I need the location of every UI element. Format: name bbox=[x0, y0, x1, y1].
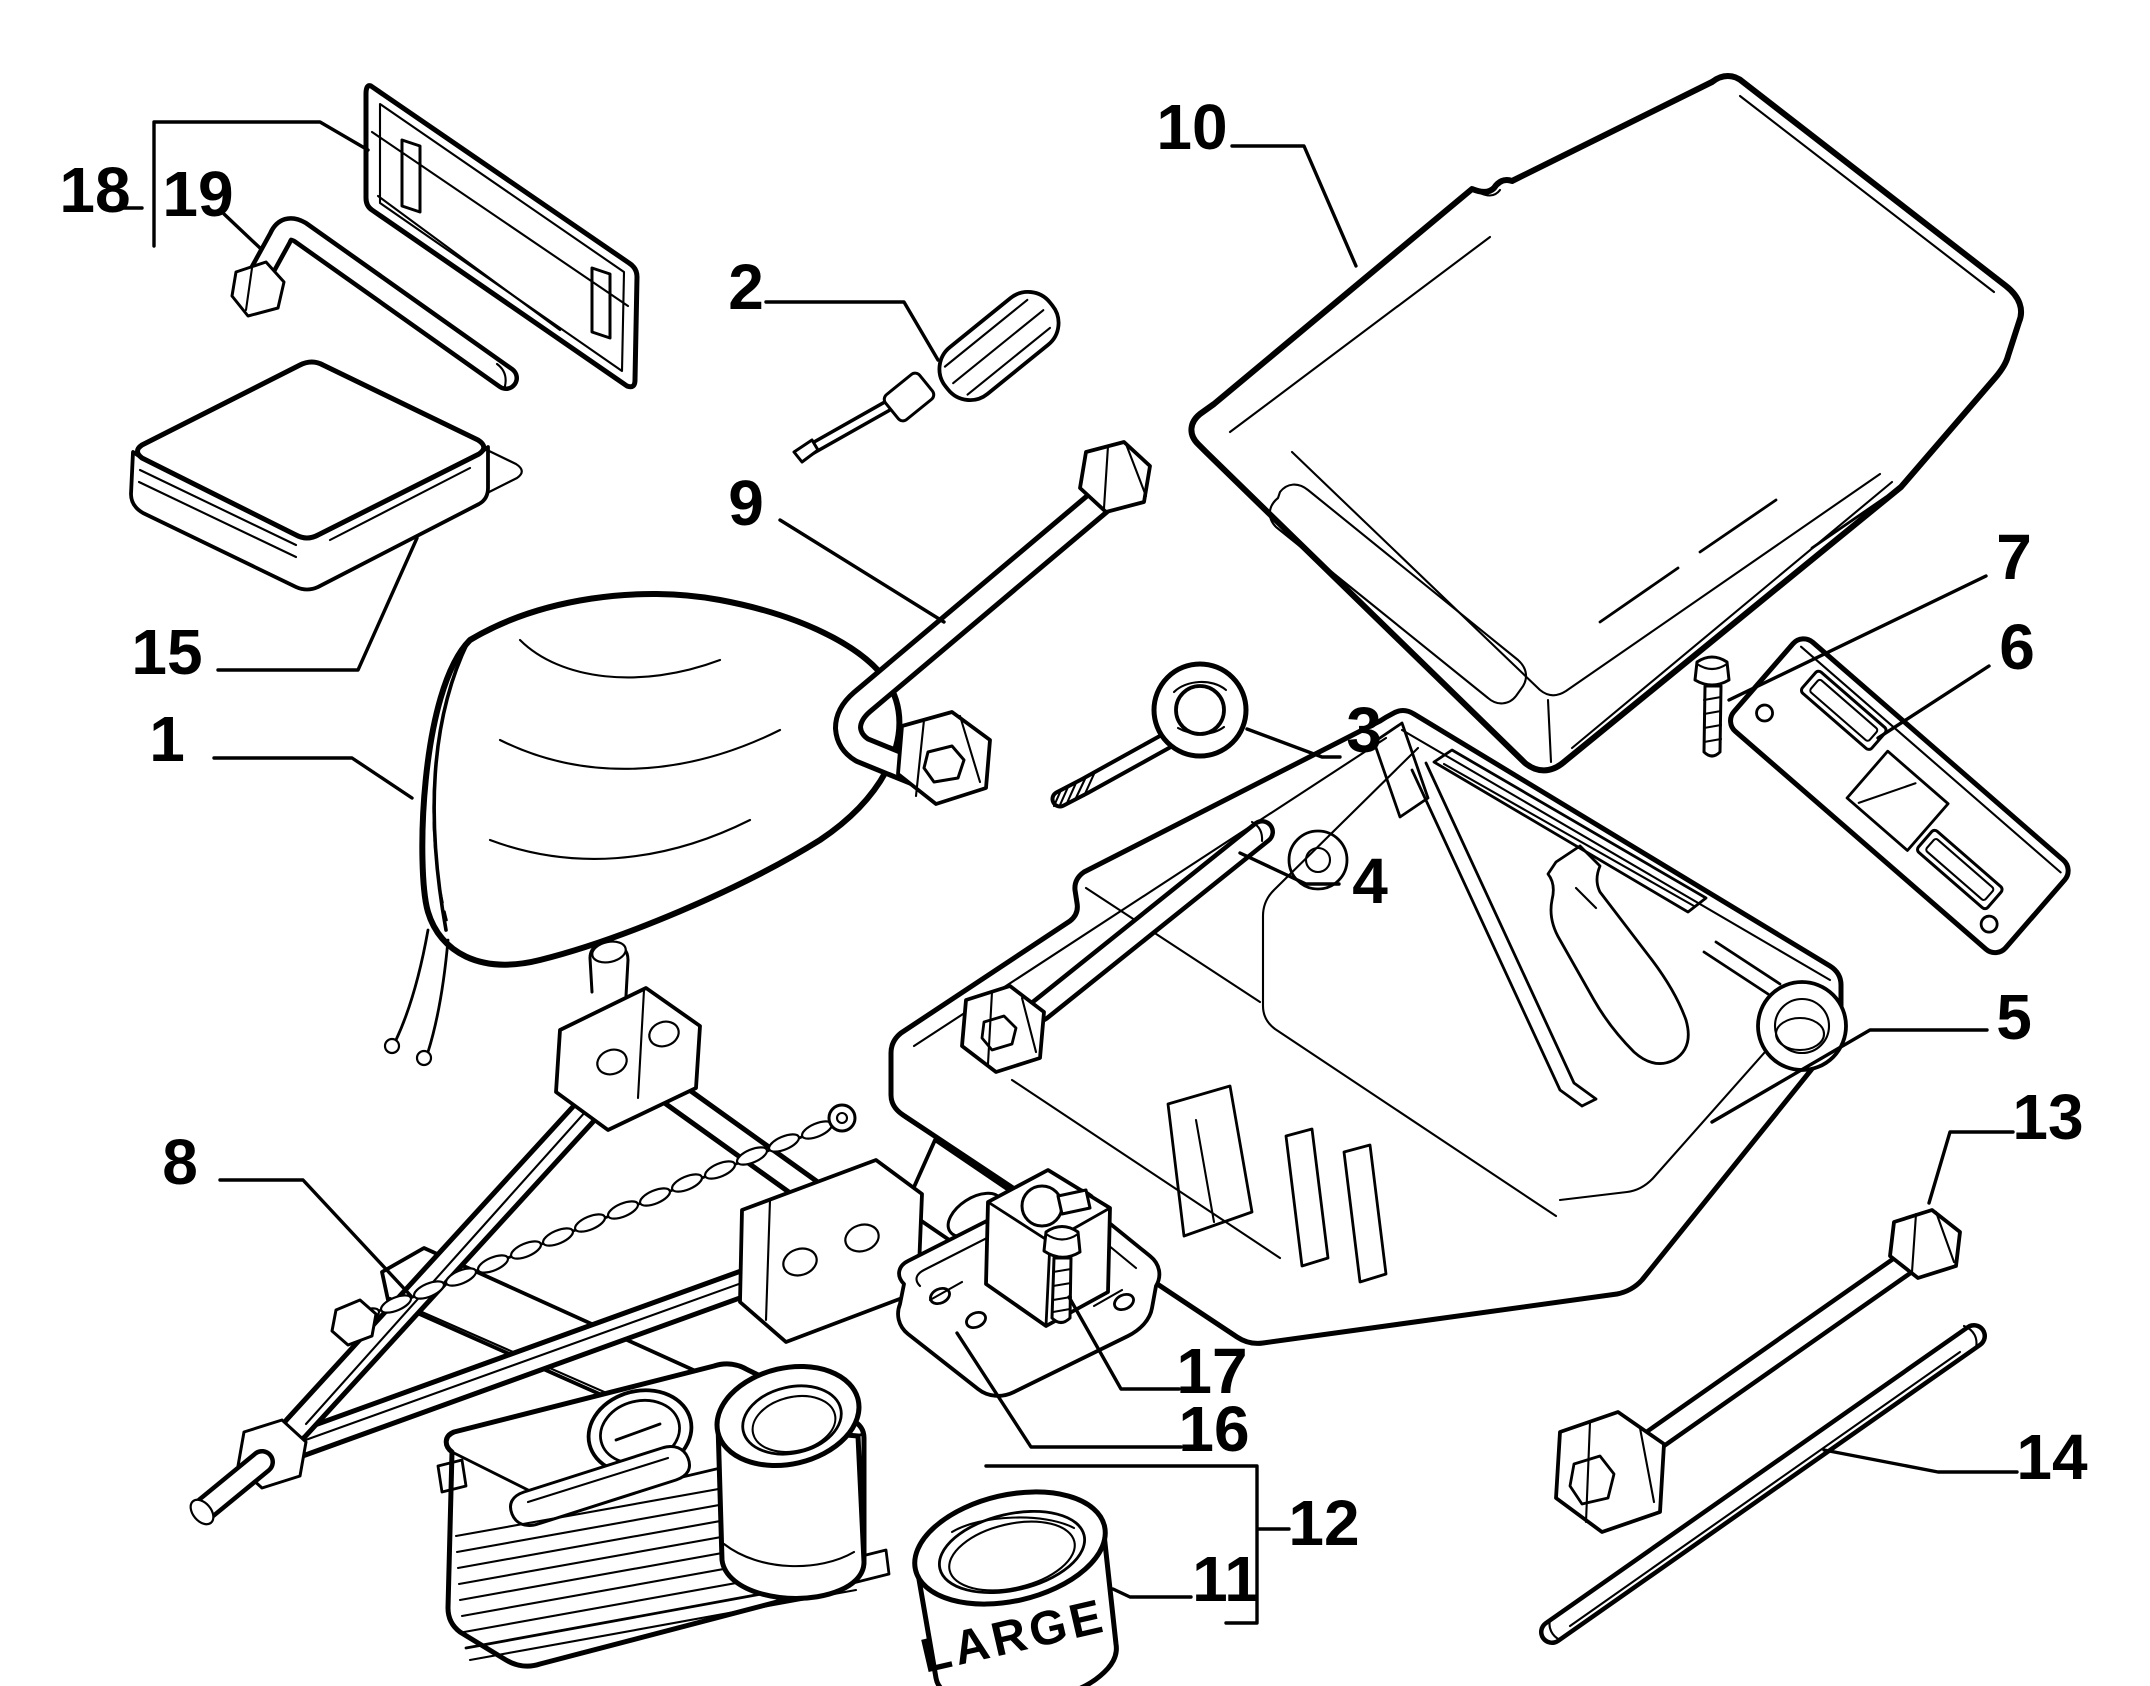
part-mounting-bracket bbox=[1728, 636, 2071, 956]
leader-10 bbox=[1230, 144, 1358, 268]
leader-4 bbox=[1238, 851, 1341, 886]
callout-7: 7 bbox=[1996, 521, 2032, 593]
callout-3: 3 bbox=[1346, 694, 1382, 766]
leader-19 bbox=[222, 212, 262, 250]
callout-10: 10 bbox=[1156, 91, 1227, 163]
leader-17 bbox=[1067, 1295, 1181, 1391]
leader-9 bbox=[778, 518, 946, 624]
leader-1 bbox=[212, 756, 414, 800]
part-hex-key-wrench bbox=[230, 216, 519, 391]
part-extension-rod bbox=[960, 819, 1275, 1074]
leader-3 bbox=[1245, 727, 1342, 759]
callout-8: 8 bbox=[162, 1126, 198, 1198]
leader-16 bbox=[955, 1331, 1183, 1449]
callout-2: 2 bbox=[728, 251, 764, 323]
leader-13 bbox=[1927, 1130, 2015, 1205]
part-sealant-canister: LARGE bbox=[912, 1489, 1119, 1686]
part-screw-mount bbox=[1042, 1225, 1082, 1324]
part-compressor bbox=[436, 1361, 891, 1669]
callout-13: 13 bbox=[2012, 1081, 2083, 1153]
leader-8 bbox=[218, 1178, 413, 1298]
part-tow-eyebolt bbox=[1050, 661, 1249, 809]
part-socket-wrench bbox=[1554, 1208, 1962, 1534]
part-tommy-bar bbox=[1539, 1323, 1987, 1645]
leader-18-19-bracket bbox=[152, 120, 370, 248]
callout-15: 15 bbox=[131, 616, 202, 688]
part-manual-book bbox=[129, 359, 523, 592]
callout-16: 16 bbox=[1178, 1393, 1249, 1465]
callout-4: 4 bbox=[1352, 845, 1388, 917]
leader-15 bbox=[216, 536, 419, 672]
callout-9: 9 bbox=[728, 467, 764, 539]
part-case-lid bbox=[1188, 73, 2025, 774]
leader-2 bbox=[764, 300, 940, 362]
leader-11 bbox=[1111, 1587, 1193, 1599]
part-retaining-plate bbox=[363, 83, 640, 390]
part-screw-small bbox=[1693, 655, 1731, 758]
callout-5: 5 bbox=[1996, 981, 2032, 1053]
leader-7 bbox=[1727, 574, 1988, 702]
part-screwdriver bbox=[792, 290, 1061, 464]
leader-6 bbox=[1876, 664, 1991, 740]
leader-5 bbox=[1710, 1028, 1989, 1124]
leader-12-bracket bbox=[984, 1464, 1291, 1625]
part-wheel-brace bbox=[833, 440, 1152, 806]
leader-14 bbox=[1822, 1448, 2019, 1474]
part-tool-bag bbox=[383, 591, 903, 1067]
callout-numbers: 18 19 15 1 2 9 10 3 4 7 6 5 13 14 8 17 1… bbox=[59, 91, 2088, 1615]
callout-19: 19 bbox=[162, 158, 233, 230]
callout-11: 11 bbox=[1192, 1543, 1260, 1615]
callout-14: 14 bbox=[2016, 1421, 2088, 1493]
callout-1: 1 bbox=[149, 703, 185, 775]
callout-12: 12 bbox=[1288, 1487, 1359, 1559]
leader-lines bbox=[120, 120, 2019, 1625]
callout-18: 18 bbox=[59, 154, 130, 226]
callout-6: 6 bbox=[1999, 611, 2035, 683]
callout-17: 17 bbox=[1176, 1335, 1247, 1407]
